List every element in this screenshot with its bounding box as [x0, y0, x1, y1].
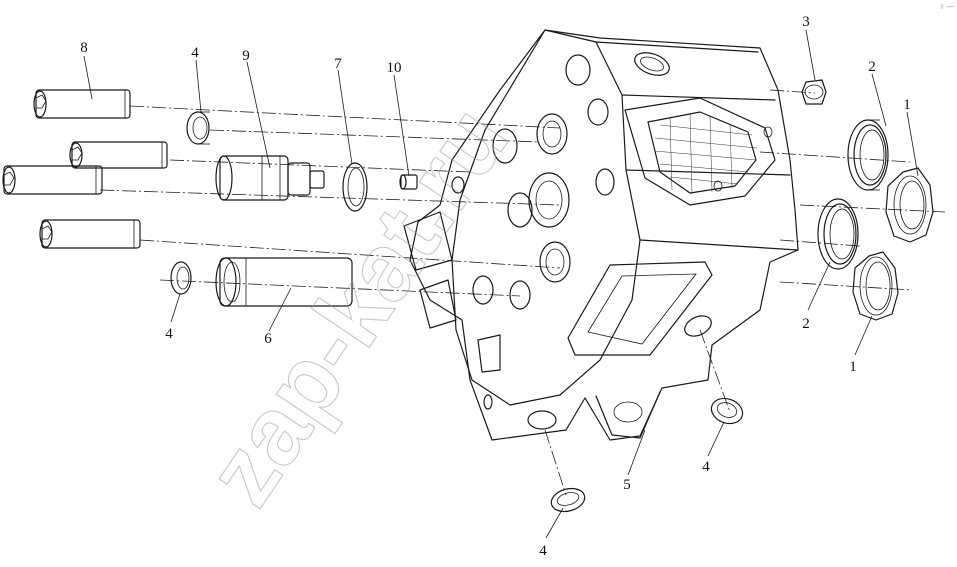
part-3-plug	[801, 79, 827, 105]
part-9-plunger	[215, 155, 325, 201]
part-1-nut-lower	[852, 251, 899, 321]
callout-10: 10	[387, 60, 402, 76]
callout-7: 7	[334, 56, 342, 72]
part-4-seal-bottom	[550, 487, 586, 513]
callout-4-bottom: 4	[539, 543, 547, 559]
callout-4-left: 4	[165, 326, 173, 342]
callouts: 8 4 9 7 10 3 2 1 2 1 4 6 5 4 4	[80, 14, 911, 559]
part-1-nut-upper	[885, 167, 934, 243]
part-4-seal-left	[170, 261, 192, 295]
part-4-seal-bottom-right	[710, 397, 744, 425]
part-2-ring-lower	[817, 198, 859, 270]
callout-8: 8	[80, 40, 88, 56]
leader-lines	[83, 29, 919, 539]
rod-top	[33, 89, 131, 119]
callout-4-top: 4	[191, 45, 199, 61]
part-5-housing	[403, 29, 799, 441]
part-8-rods	[2, 89, 168, 249]
callout-3: 3	[802, 14, 810, 30]
rod-third	[2, 165, 103, 195]
part-2-ring-upper	[847, 119, 889, 191]
corner-mark: r —	[941, 2, 954, 11]
callout-2-upper: 2	[868, 59, 876, 75]
callout-9: 9	[242, 48, 250, 64]
callout-5: 5	[623, 477, 631, 493]
callout-6: 6	[264, 331, 272, 347]
callout-1-upper: 1	[903, 97, 911, 113]
part-6-sleeve	[215, 257, 353, 307]
rod-fourth	[39, 219, 141, 249]
part-7-oring	[342, 162, 368, 212]
callout-1-lower: 1	[849, 359, 857, 375]
callout-2-lower: 2	[802, 316, 810, 332]
callout-4-right: 4	[702, 459, 710, 475]
rod-second	[69, 141, 168, 169]
part-4-seal-top	[186, 111, 210, 145]
